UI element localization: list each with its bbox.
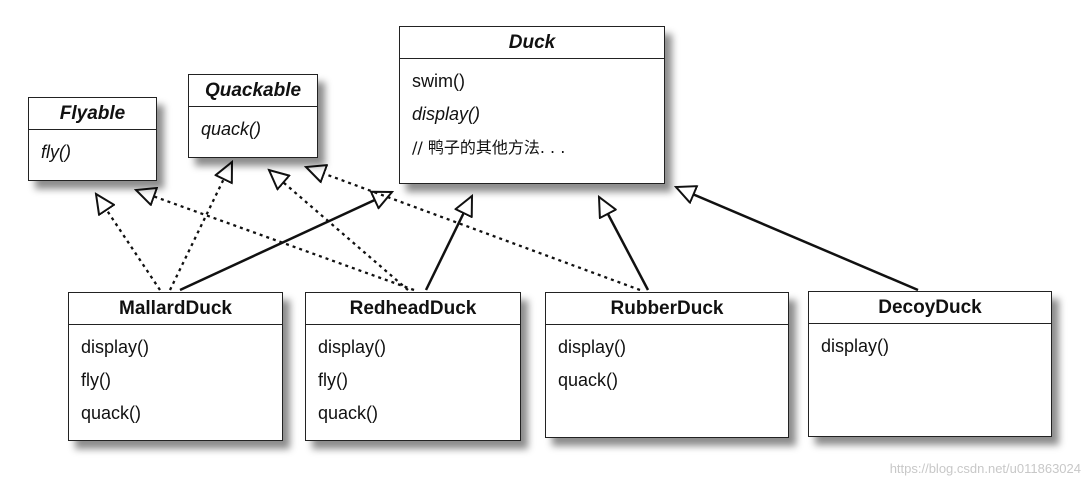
method-quack: quack(): [318, 403, 379, 423]
class-rubber-duck: RubberDuck display() quack(): [545, 292, 789, 438]
mallard-implements-quackable: [168, 162, 234, 291]
method-display: display(): [821, 336, 890, 356]
class-duck-title: Duck: [400, 27, 664, 59]
interface-flyable-title: Flyable: [29, 98, 156, 130]
interface-quackable: Quackable quack(): [188, 74, 318, 158]
method-display: display(): [558, 337, 627, 357]
class-duck-methods: swim() display() // 鸭子的其他方法. . .: [400, 59, 664, 164]
redhead-implements-quackable: [269, 170, 409, 291]
class-redhead-duck: RedheadDuck display() fly() quack(): [305, 292, 521, 441]
decoy-extends-duck: [676, 187, 919, 292]
interface-flyable-methods: fly(): [29, 130, 156, 169]
rubber-implements-quackable: [306, 167, 641, 292]
class-mallard-duck-methods: display() fly() quack(): [69, 325, 282, 430]
mallard-implements-flyable: [96, 194, 161, 291]
mallard-extends-duck: [179, 192, 392, 292]
watermark-text: https://blog.csdn.net/u011863024: [889, 461, 1081, 476]
interface-flyable: Flyable fly(): [28, 97, 157, 181]
method-quack: quack(): [558, 370, 619, 390]
method-quack: quack(): [81, 403, 142, 423]
interface-quackable-methods: quack(): [189, 107, 317, 146]
method-display: display(): [412, 104, 481, 124]
interface-quackable-title: Quackable: [189, 75, 317, 107]
rubber-extends-duck: [597, 197, 650, 291]
redhead-implements-flyable: [136, 190, 415, 292]
method-display: display(): [318, 337, 387, 357]
method-swim: swim(): [412, 71, 465, 91]
class-redhead-duck-methods: display() fly() quack(): [306, 325, 520, 430]
class-decoy-duck: DecoyDuck display(): [808, 291, 1052, 437]
class-redhead-duck-title: RedheadDuck: [306, 293, 520, 325]
method-quack: quack(): [201, 119, 262, 139]
class-mallard-duck: MallardDuck display() fly() quack(): [68, 292, 283, 441]
method-other-comment: // 鸭子的其他方法. . .: [412, 138, 566, 157]
class-rubber-duck-methods: display() quack(): [546, 325, 788, 397]
method-display: display(): [81, 337, 150, 357]
class-decoy-duck-title: DecoyDuck: [809, 292, 1051, 324]
class-decoy-duck-methods: display(): [809, 324, 1051, 363]
method-fly: fly(): [81, 370, 111, 390]
redhead-extends-duck: [424, 196, 474, 291]
class-mallard-duck-title: MallardDuck: [69, 293, 282, 325]
class-duck: Duck swim() display() // 鸭子的其他方法. . .: [399, 26, 665, 184]
method-fly: fly(): [41, 142, 71, 162]
method-fly: fly(): [318, 370, 348, 390]
class-rubber-duck-title: RubberDuck: [546, 293, 788, 325]
